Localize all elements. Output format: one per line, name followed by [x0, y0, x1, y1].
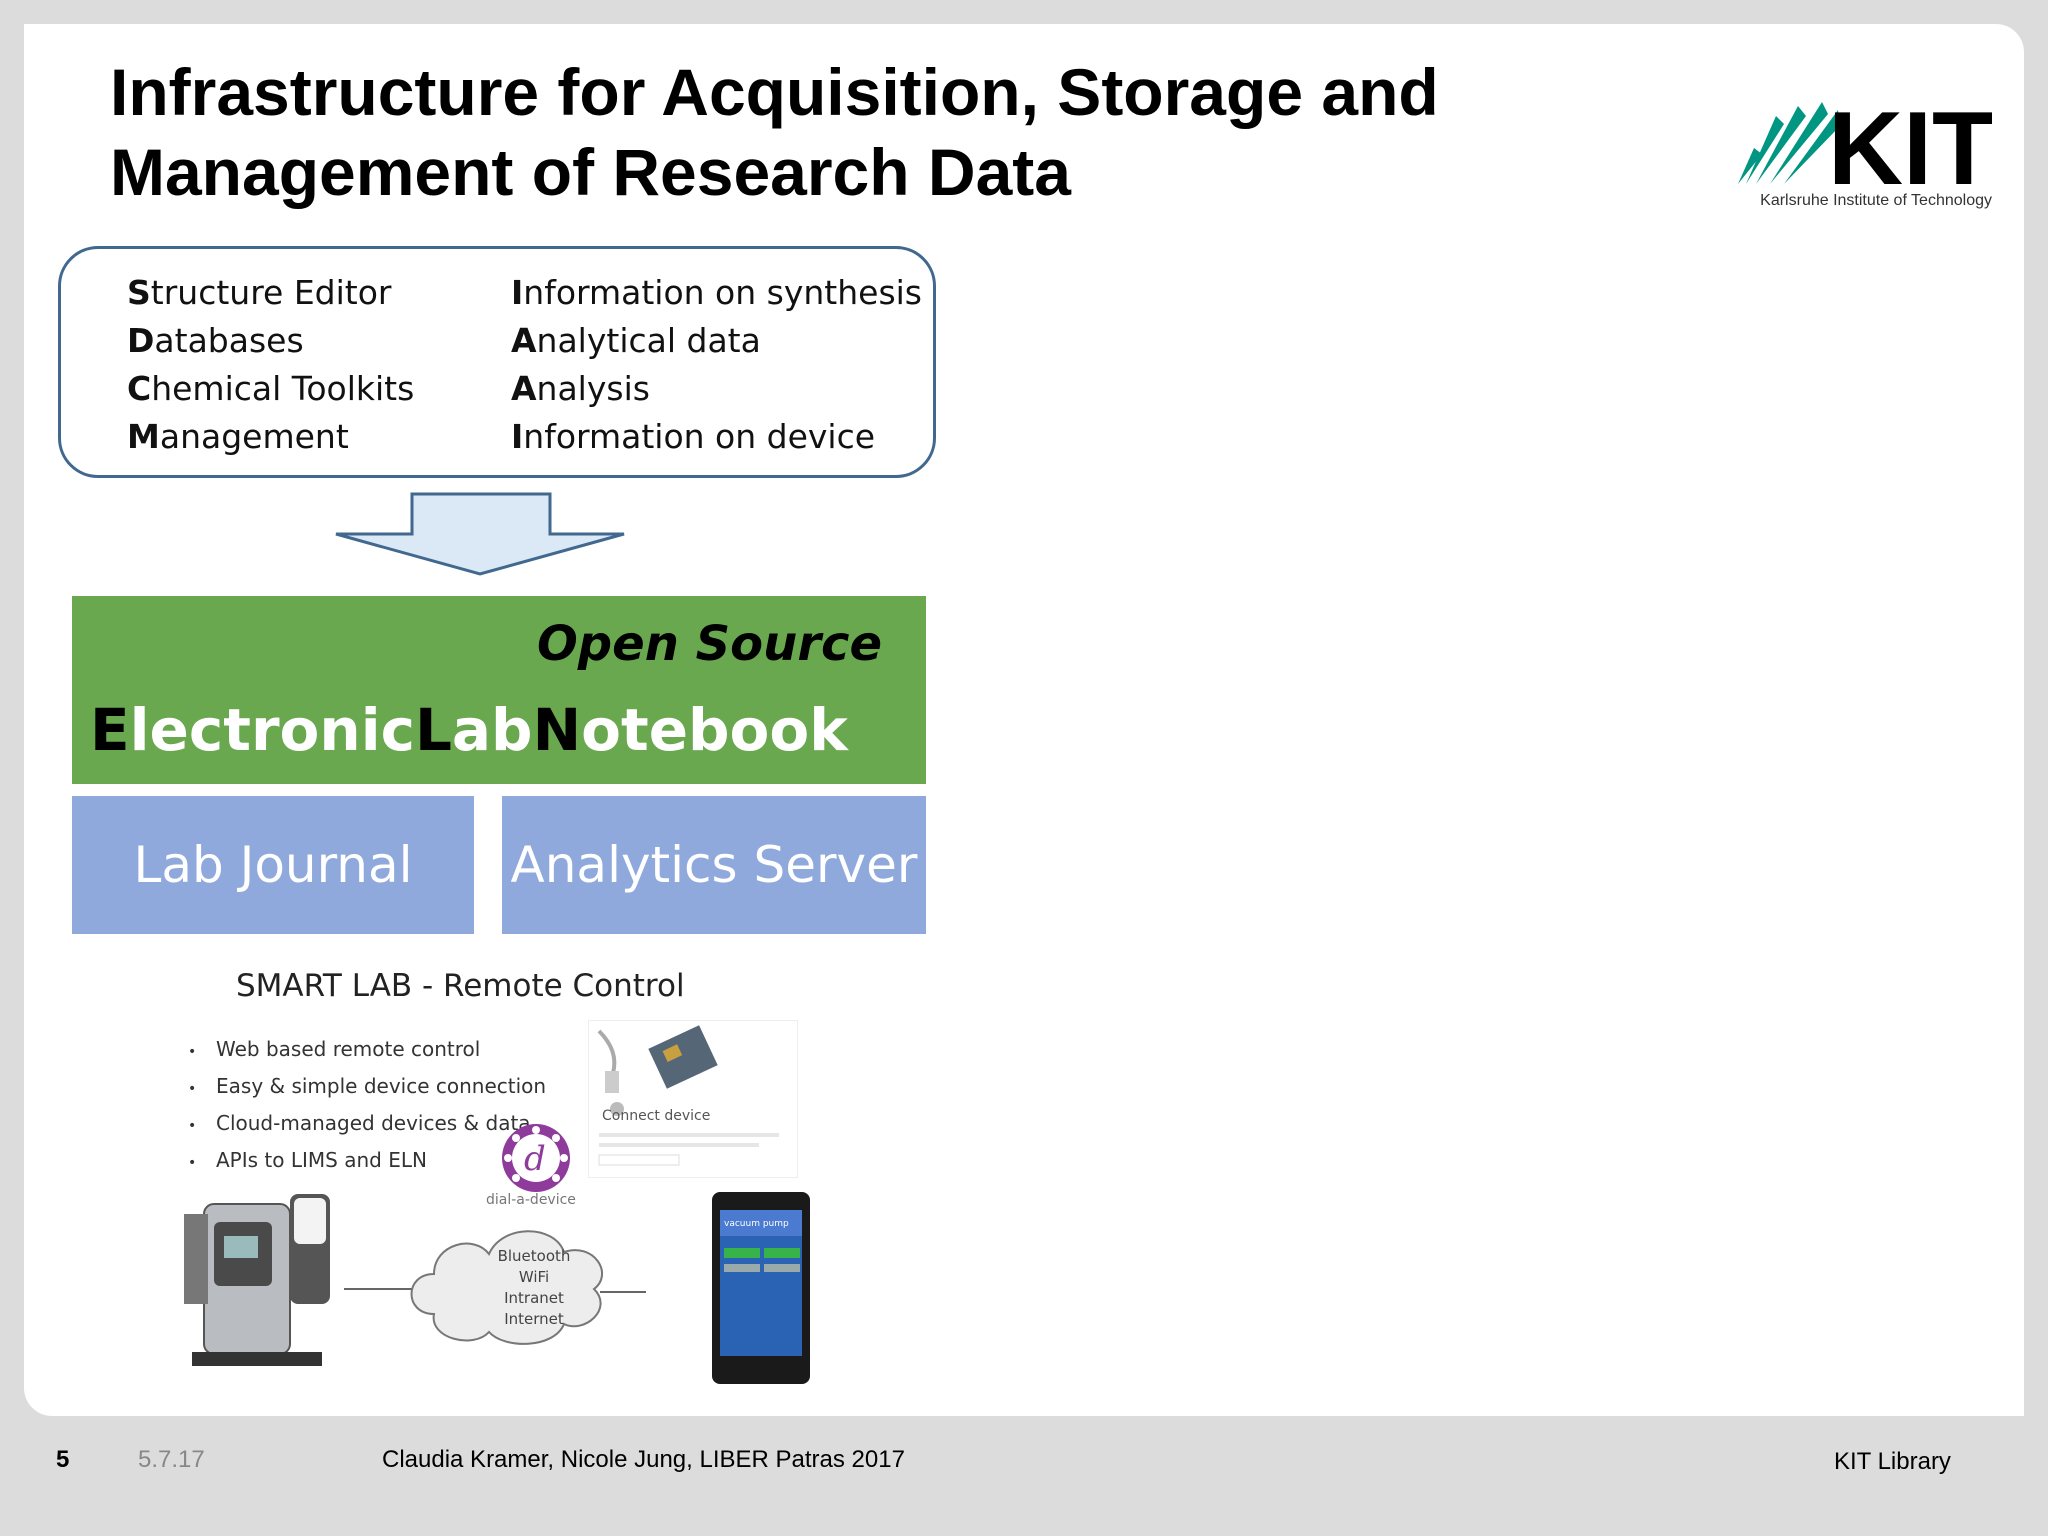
eln-banner: Open Source ElectronicLabNotebook	[72, 596, 926, 784]
title-line-1: Infrastructure for Acquisition, Storage …	[110, 55, 1439, 129]
cloud-label-wifi: WiFi	[518, 1268, 550, 1286]
acronym-row: Structure Editor	[127, 269, 414, 317]
footer-authors: Claudia Kramer, Nicole Jung, LIBER Patra…	[382, 1446, 905, 1473]
slide-title: Infrastructure for Acquisition, Storage …	[110, 52, 1610, 212]
acronym-column-iaai: Information on synthesis Analytical data…	[511, 269, 922, 461]
lab-journal-box: Lab Journal	[72, 796, 474, 934]
acronym-rest: anagement	[159, 417, 349, 456]
cloud-label-internet: Internet	[504, 1310, 564, 1328]
acronym-box: Structure Editor Databases Chemical Tool…	[58, 246, 936, 478]
eln-word-lab: ab	[451, 696, 533, 764]
acronym-initial: S	[127, 273, 151, 312]
kit-tagline: Karlsruhe Institute of Technology	[1760, 192, 1992, 209]
eln-word-notebook: otebook	[581, 696, 848, 764]
acronym-rest: tructure Editor	[150, 273, 392, 312]
slide: Infrastructure for Acquisition, Storage …	[24, 24, 2024, 1416]
smart-lab-title: SMART LAB - Remote Control	[236, 968, 685, 1004]
dial-a-device-logo-icon: d	[502, 1124, 570, 1192]
svg-text:d: d	[524, 1139, 546, 1179]
eln-word-electronic: lectronic	[129, 696, 415, 764]
acronym-initial: M	[127, 417, 160, 456]
eln-initial-l: L	[414, 696, 452, 764]
cloud-icon	[410, 1230, 604, 1345]
acronym-rest: nformation on synthesis	[523, 273, 923, 312]
acronym-row: Databases	[127, 317, 414, 365]
acronym-rest: hemical Toolkits	[151, 369, 415, 408]
acronym-rest: nformation on device	[523, 417, 876, 456]
acronym-row: Information on synthesis	[511, 269, 922, 317]
list-item: •APIs to LIMS and ELN	[188, 1148, 427, 1172]
acronym-initial: C	[127, 369, 152, 408]
kit-logo-text: KIT	[1828, 96, 1992, 207]
list-item: •Cloud-managed devices & data	[188, 1111, 531, 1135]
acronym-row: Analysis	[511, 365, 922, 413]
smart-lab-bullets: •Web based remote control •Easy & simple…	[188, 1032, 546, 1180]
acronym-column-smcd: Structure Editor Databases Chemical Tool…	[127, 269, 414, 461]
smartphone-icon: vacuum pump	[712, 1192, 810, 1384]
acronym-initial: I	[511, 417, 524, 456]
analytics-server-box: Analytics Server	[502, 796, 926, 934]
acronym-initial: A	[511, 369, 537, 408]
acronym-rest: atabases	[154, 321, 304, 360]
connect-device-label: Connect device	[602, 1108, 711, 1124]
footer-date: 5.7.17	[138, 1446, 205, 1473]
page-number: 5	[56, 1446, 70, 1473]
phone-screen-label: vacuum pump	[724, 1219, 789, 1229]
title-line-2: Management of Research Data	[110, 135, 1071, 209]
cloud-label-intranet: Intranet	[504, 1289, 564, 1307]
acronym-row: Chemical Toolkits	[127, 365, 414, 413]
list-item: •Web based remote control	[188, 1037, 481, 1061]
connect-device-card	[588, 1020, 798, 1178]
acronym-initial: I	[511, 273, 524, 312]
dial-a-device-label: dial-a-device	[486, 1192, 576, 1208]
eln-initial-e: E	[90, 696, 130, 764]
kit-logo: KIT	[1738, 96, 1992, 207]
cloud-network-labels: Bluetooth WiFi Intranet Internet	[472, 1246, 596, 1330]
acronym-rest: nalytical data	[536, 321, 761, 360]
acronym-row: Information on device	[511, 413, 922, 461]
smart-lab-diagram: d	[184, 1124, 810, 1384]
open-source-label: Open Source	[537, 616, 882, 672]
acronym-row: Management	[127, 413, 414, 461]
usb-and-board-icon	[597, 1025, 779, 1166]
acronym-rest: nalysis	[536, 369, 650, 408]
cloud-label-bluetooth: Bluetooth	[497, 1247, 571, 1265]
acronym-row: Analytical data	[511, 317, 922, 365]
list-item: •Easy & simple device connection	[188, 1074, 547, 1098]
acronym-initial: D	[127, 321, 155, 360]
vacuum-pump-icon	[184, 1194, 330, 1366]
footer-organization: KIT Library	[1834, 1448, 1951, 1475]
eln-initial-n: N	[532, 696, 582, 764]
acronym-initial: A	[511, 321, 537, 360]
down-arrow-icon	[335, 492, 625, 576]
eln-title: ElectronicLabNotebook	[90, 696, 848, 764]
